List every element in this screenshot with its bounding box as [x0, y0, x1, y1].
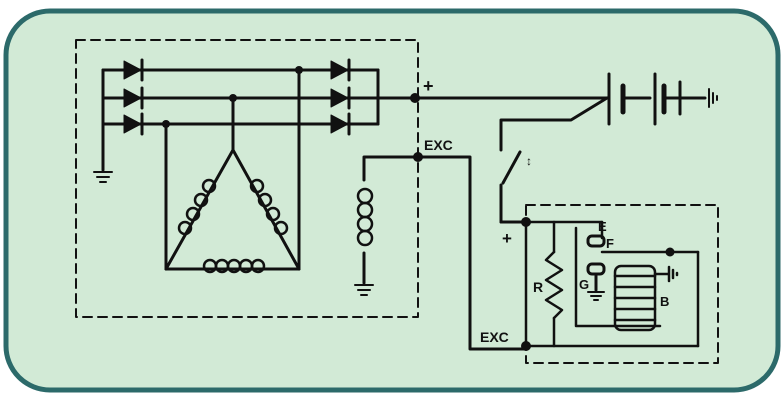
- output-terminal: [410, 93, 420, 103]
- ground-icon: [587, 291, 605, 301]
- ground-icon: [354, 284, 374, 296]
- switch-mark-label: ↕: [526, 154, 532, 168]
- stator-winding: [164, 68, 301, 271]
- contact-points: [586, 234, 606, 292]
- exc-terminal: [413, 152, 423, 162]
- diode-left-1: [123, 58, 144, 82]
- contact-e-label: E: [598, 219, 607, 234]
- diode-right-2: [330, 86, 351, 110]
- diode-left-2: [123, 86, 144, 110]
- battery-icon: [607, 72, 718, 126]
- regulator-plus-terminal: [521, 217, 531, 227]
- stator-coil-right: [249, 178, 289, 236]
- resistor-r: [544, 250, 564, 320]
- diode-right-3: [330, 112, 351, 136]
- regulator-exc-terminal: [521, 341, 531, 351]
- alternator-enclosure: [75, 39, 419, 318]
- exc-bottom-label: EXC: [480, 329, 509, 345]
- contact-g-label: G: [579, 277, 589, 292]
- coil-b-label: B: [660, 294, 669, 309]
- diagram-panel: [3, 8, 781, 393]
- diode-right-1: [330, 58, 351, 82]
- regulator-wiring: [524, 220, 700, 351]
- stator-coil-left: [177, 178, 217, 236]
- exc-wire: [416, 155, 528, 351]
- voltage-coil-b: [613, 264, 679, 332]
- resistor-label: R: [533, 279, 543, 295]
- plus-top-label: +: [423, 76, 434, 96]
- diode-left-3: [123, 112, 144, 136]
- field-coil-loops: [356, 187, 374, 247]
- stator-coil-bottom: [202, 258, 266, 274]
- exc-top-label: EXC: [424, 137, 453, 153]
- ignition-switch: [499, 96, 609, 224]
- plus-regulator-label: +: [502, 229, 512, 248]
- contact-f-label: F: [606, 236, 614, 251]
- junction-dot: [665, 247, 675, 257]
- ground-icon: [93, 171, 113, 183]
- field-coil: [362, 155, 420, 285]
